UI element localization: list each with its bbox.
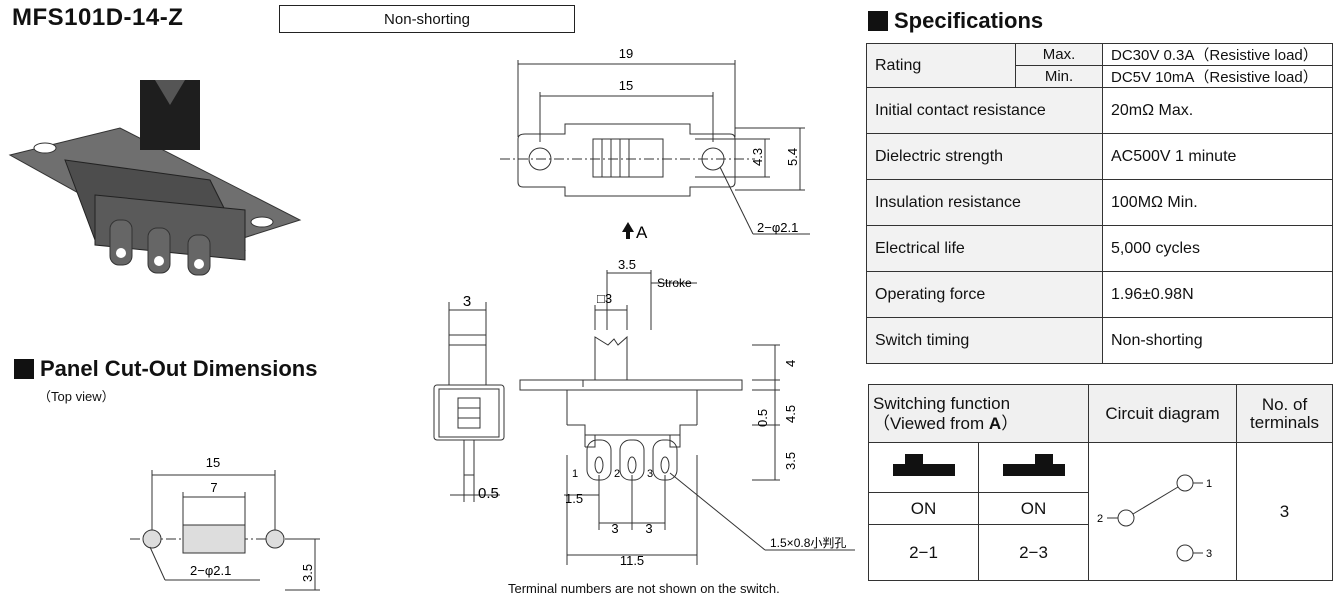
switch-type-box: Non-shorting: [279, 5, 575, 33]
specifications-title-text: Specifications: [894, 8, 1044, 33]
switching-head-line1: Switching function: [873, 393, 1011, 413]
position-1-connection: 2−1: [868, 524, 979, 581]
gap-dim: 0.5: [755, 409, 770, 427]
spec-value-operating-force: 1.96±0.98N: [1102, 271, 1333, 318]
circuit-terminal-1: 1: [1206, 478, 1212, 490]
switching-head-line2c: ）: [1001, 413, 1019, 433]
circuit-diagram-header: Circuit diagram: [1088, 384, 1237, 443]
spec-label-operating-force: Operating force: [866, 271, 1103, 318]
switching-function-header: Switching function （Viewed from A）: [868, 384, 1089, 443]
cutout-overall-dim: 15: [206, 455, 220, 470]
panel-cutout-title-text: Panel Cut-Out Dimensions: [40, 356, 318, 381]
position-1-state: ON: [868, 492, 979, 525]
model-number: MFS101D-14-Z: [12, 4, 184, 31]
spec-label-insulation: Insulation resistance: [866, 179, 1103, 226]
terminal-1-label: 1: [572, 468, 578, 480]
side-view-drawing: 3 0.5: [433, 293, 505, 502]
circuit-terminal-3: 3: [1206, 548, 1212, 560]
rating-min-value: DC5V 10mA（Resistive load）: [1102, 65, 1333, 88]
side-width-dim: 3: [463, 293, 471, 310]
top-view-drawing: 19 15 4.3 5.4 2−φ2.1 A: [500, 46, 810, 242]
switch-position-left-icon: [892, 454, 955, 476]
switching-head-line2a: （Viewed from: [873, 413, 989, 433]
circuit-diagram: 1 2 3: [1097, 474, 1212, 562]
specifications-title: Specifications: [868, 8, 1043, 34]
stroke-label: Stroke: [657, 276, 692, 290]
pitch-2-dim: 3: [645, 521, 652, 536]
top-overall-dim: 19: [619, 46, 633, 61]
section-square-icon: [14, 359, 34, 379]
hole-dim: 1.5×0.8小判孔: [770, 536, 846, 550]
switching-head-line2: （Viewed from A）: [873, 414, 1088, 434]
rating-max-value: DC30V 0.3A（Resistive load）: [1102, 43, 1333, 66]
top-h2-dim: 5.4: [785, 148, 800, 166]
panel-cutout-title: Panel Cut-Out Dimensions: [14, 356, 317, 382]
spec-label-contact-resistance: Initial contact resistance: [866, 87, 1103, 134]
footnote: Terminal numbers are not shown on the sw…: [508, 581, 780, 596]
circuit-terminal-2: 2: [1097, 513, 1103, 525]
switching-head-line2b: A: [988, 413, 1002, 433]
side-pin-dim: 0.5: [478, 485, 499, 502]
spec-value-insulation: 100MΩ Min.: [1102, 179, 1333, 226]
top-holes-dim: 2−φ2.1: [757, 220, 798, 235]
circuit-diagram-cell: 1 2 3: [1088, 442, 1237, 581]
position-2-state: ON: [978, 492, 1089, 525]
pitch-1-dim: 3: [611, 521, 618, 536]
spec-value-dielectric: AC500V 1 minute: [1102, 133, 1333, 180]
spec-label-switch-timing: Switch timing: [866, 317, 1103, 364]
knob-dim: □3: [597, 291, 612, 306]
terminals-head2: terminals: [1250, 412, 1319, 432]
terminals-head1: No. of: [1261, 394, 1308, 414]
position-2-icon-cell: [978, 442, 1089, 493]
cutout-height-dim: 3.5: [300, 564, 315, 582]
specifications-table: Rating Max. DC30V 0.3A（Resistive load） M…: [866, 43, 1333, 364]
front-view-drawing: 3.5 Stroke □3 4 4.5 0.5 3.5 1.5 3 3 11.5…: [519, 257, 855, 568]
panel-cutout-subtitle: （Top view）: [38, 389, 115, 404]
spec-label-dielectric: Dielectric strength: [866, 133, 1103, 180]
view-a-label: A: [636, 223, 648, 242]
panel-cutout-drawing: 15 7 2−φ2.1 3.5: [130, 455, 320, 591]
terminal-offset-dim: 1.5: [565, 491, 583, 506]
switch-type-label: Non-shorting: [384, 10, 470, 28]
switching-function-table: Switching function （Viewed from A） Circu…: [868, 384, 1333, 581]
rating-max-label: Max.: [1015, 43, 1103, 66]
terminal-count: 3: [1236, 442, 1333, 581]
spec-label-electrical-life: Electrical life: [866, 225, 1103, 272]
position-1-icon-cell: [868, 442, 979, 493]
terminal-2-label: 2: [614, 468, 620, 480]
rating-label: Rating: [866, 43, 1016, 88]
top-h1-dim: 4.3: [750, 148, 765, 166]
spec-value-electrical-life: 5,000 cycles: [1102, 225, 1333, 272]
spec-value-contact-resistance: 20mΩ Max.: [1102, 87, 1333, 134]
section-square-icon: [868, 11, 888, 31]
knob-height-dim: 4: [783, 360, 798, 367]
rating-min-label: Min.: [1015, 65, 1103, 88]
terminal-3-label: 3: [647, 468, 653, 480]
top-pitch-dim: 15: [619, 78, 633, 93]
cutout-holes-dim: 2−φ2.1: [190, 563, 231, 578]
switch-product-illustration: [8, 80, 302, 276]
stroke-dim: 3.5: [618, 257, 636, 272]
spec-value-switch-timing: Non-shorting: [1102, 317, 1333, 364]
position-2-connection: 2−3: [978, 524, 1089, 581]
terminal-height-dim: 3.5: [783, 452, 798, 470]
body-height-dim: 4.5: [783, 405, 798, 423]
switch-position-right-icon: [1002, 454, 1065, 476]
cutout-slot-dim: 7: [210, 480, 217, 495]
base-dim: 11.5: [620, 553, 644, 568]
